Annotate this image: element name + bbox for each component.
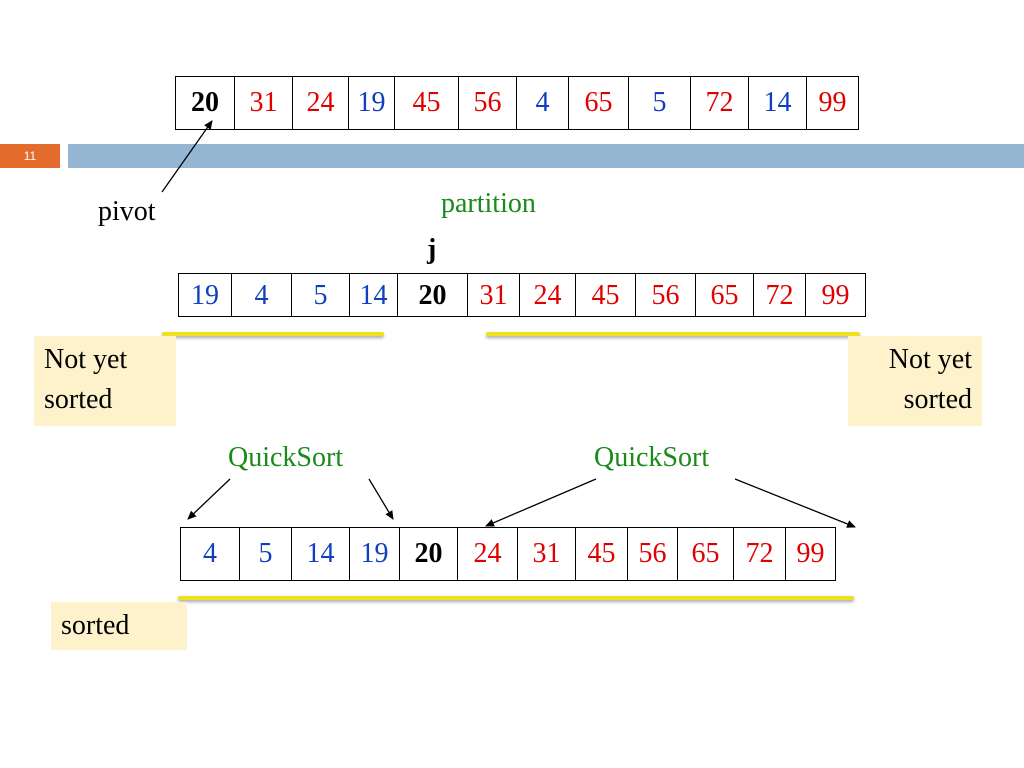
row3-cell-10: 72 xyxy=(733,528,785,580)
row1-cell-8: 5 xyxy=(628,77,690,129)
row1-cell-3: 19 xyxy=(348,77,394,129)
row3-cell-1: 5 xyxy=(239,528,291,580)
pivot-label: pivot xyxy=(98,196,156,227)
note-right-line1: Not yet xyxy=(888,344,972,375)
row3-cell-5: 24 xyxy=(457,528,517,580)
row3-cell-4: 20 xyxy=(399,528,457,580)
row1-cell-1: 31 xyxy=(234,77,292,129)
row2-cell-11: 99 xyxy=(805,274,865,316)
row2-cell-6: 24 xyxy=(519,274,575,316)
note-right-not-yet-sorted: Not yet sorted xyxy=(848,336,982,426)
row2-cell-5: 31 xyxy=(467,274,519,316)
note-left-line2: sorted xyxy=(44,384,113,415)
row2-cell-3: 14 xyxy=(349,274,397,316)
row2-cell-1: 4 xyxy=(231,274,291,316)
underline-right-partition xyxy=(486,332,860,336)
slide-number: 11 xyxy=(0,144,60,168)
row3-cell-9: 65 xyxy=(677,528,733,580)
quicksort-left-arrow-a xyxy=(187,478,231,520)
row2-cell-4: 20 xyxy=(397,274,467,316)
pivot-arrow xyxy=(161,120,213,193)
note-right-line2: sorted xyxy=(903,384,972,415)
row2-cell-2: 5 xyxy=(291,274,349,316)
underline-sorted xyxy=(178,596,854,600)
quicksort-right-arrow-a xyxy=(485,478,597,527)
note-left-not-yet-sorted: Not yet sorted xyxy=(34,336,176,426)
quicksort-left-arrow-b xyxy=(368,478,394,520)
row1-cell-7: 65 xyxy=(568,77,628,129)
row3-cell-3: 19 xyxy=(349,528,399,580)
row2-cell-9: 65 xyxy=(695,274,753,316)
row3-cell-8: 56 xyxy=(627,528,677,580)
row1-cell-11: 99 xyxy=(806,77,858,129)
row2-cell-0: 19 xyxy=(191,280,219,311)
quicksort-left-label: QuickSort xyxy=(228,442,344,473)
row1-cell-5: 56 xyxy=(458,77,516,129)
slide-number-text: 11 xyxy=(23,149,37,163)
row3-cell-0: 4 xyxy=(203,538,217,569)
row2-cell-8: 56 xyxy=(635,274,695,316)
note-sorted: sorted xyxy=(51,602,187,650)
underline-left-partition xyxy=(162,332,384,336)
row1-cell-9: 72 xyxy=(690,77,748,129)
row3-cell-11: 99 xyxy=(785,528,835,580)
row1-cell-4: 45 xyxy=(394,77,458,129)
row3-cell-2: 14 xyxy=(291,528,349,580)
note-left-line1: Not yet xyxy=(44,344,128,375)
row3-cell-6: 31 xyxy=(517,528,575,580)
row3-cell-7: 45 xyxy=(575,528,627,580)
row1-cell-2: 24 xyxy=(292,77,348,129)
row1-cell-0: 20 xyxy=(191,87,219,118)
row2-cell-7: 45 xyxy=(575,274,635,316)
quicksort-right-label: QuickSort xyxy=(594,442,710,473)
quicksort-right-arrow-b xyxy=(734,478,856,528)
row1-cell-10: 14 xyxy=(748,77,806,129)
partition-label: partition xyxy=(441,188,536,219)
row2-cell-10: 72 xyxy=(753,274,805,316)
row1-cell-6: 4 xyxy=(516,77,568,129)
j-label: j xyxy=(427,234,437,265)
note-sorted-text: sorted xyxy=(61,610,130,641)
header-bar xyxy=(68,144,1024,168)
